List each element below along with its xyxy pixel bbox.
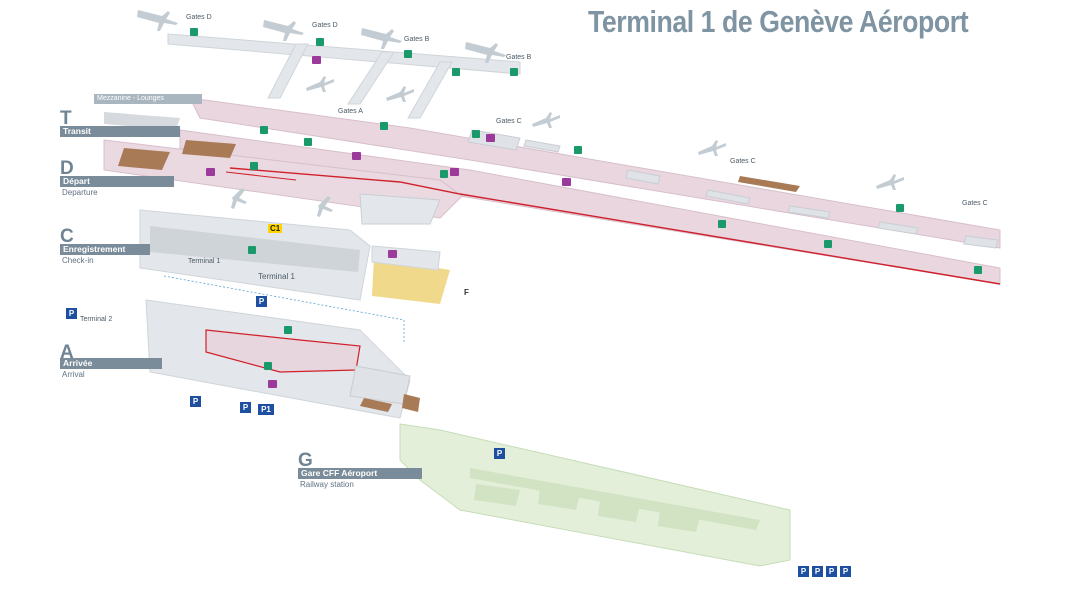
parking-icon: P: [826, 566, 837, 577]
level-letter-railway: G: [298, 450, 313, 471]
parking-icon: P: [240, 402, 251, 413]
gates-label[interactable]: Gates C: [730, 158, 756, 165]
level-letter-depart: D: [60, 158, 74, 179]
wifi-icon: [562, 178, 571, 186]
info-icon: [574, 146, 582, 154]
railway-station: [399, 423, 791, 567]
mezzanine-label: Mezzanine - Lounges: [94, 94, 202, 104]
wifi-icon: [352, 152, 361, 160]
parking-p1-icon: P1: [258, 404, 274, 415]
gates-label[interactable]: Gates C: [962, 200, 988, 207]
level-sub-depart: Departure: [62, 188, 98, 197]
parking-icon: P: [190, 396, 201, 407]
wifi-icon: [312, 56, 321, 64]
level-sub-railway: Railway station: [300, 480, 354, 489]
level-bar-depart: Départ: [60, 176, 174, 187]
level-letter-transit: T: [60, 108, 72, 129]
info-icon: [284, 326, 292, 334]
info-icon: [404, 50, 412, 58]
info-icon: [472, 130, 480, 138]
info-icon: [316, 38, 324, 46]
info-icon: [440, 170, 448, 178]
gates-label[interactable]: Gates D: [186, 14, 212, 21]
gates-label[interactable]: Gates A: [338, 108, 363, 115]
terminal1-label: Terminal 1: [258, 272, 295, 281]
aircraft-icons: [137, 10, 904, 217]
wifi-icon: [450, 168, 459, 176]
wifi-icon: [486, 134, 495, 142]
level-bar-checkin: Enregistrement: [60, 244, 150, 255]
info-icon: [190, 28, 198, 36]
info-icon: [824, 240, 832, 248]
info-icon: [260, 126, 268, 134]
info-icon: [248, 246, 256, 254]
info-icon: [452, 68, 460, 76]
terminal1-label: Terminal 1: [188, 258, 221, 265]
wifi-icon: [268, 380, 277, 388]
departure-pier: [103, 97, 1001, 285]
info-icon: [974, 266, 982, 274]
parking-icon: P: [812, 566, 823, 577]
arrival-level: [145, 299, 420, 419]
info-icon: [510, 68, 518, 76]
gates-label[interactable]: Gates C: [496, 118, 522, 125]
info-icon: [304, 138, 312, 146]
info-icon: [264, 362, 272, 370]
info-icon: [896, 204, 904, 212]
wifi-icon: [388, 250, 397, 258]
level-letter-checkin: C: [60, 226, 74, 247]
level-bar-railway: Gare CFF Aéroport: [298, 468, 422, 479]
parking-icon: P: [66, 308, 77, 319]
gates-connectors: [167, 33, 521, 119]
level-sub-checkin: Check-in: [62, 256, 94, 265]
info-icon: [250, 162, 258, 170]
parking-icon: P: [256, 296, 267, 307]
gates-label[interactable]: Gates B: [404, 36, 430, 43]
terminal2-label: Terminal 2: [80, 316, 113, 323]
gates-label[interactable]: Gates B: [506, 54, 532, 61]
checkin-c1-badge: C1: [268, 224, 283, 233]
info-icon: [380, 122, 388, 130]
parking-icon: P: [798, 566, 809, 577]
parking-icon: P: [494, 448, 505, 459]
wifi-icon: [206, 168, 215, 176]
level-letter-arrival: A: [60, 342, 74, 363]
parking-icon: P: [840, 566, 851, 577]
level-bar-arrival: Arrivée: [60, 358, 162, 369]
info-icon: [718, 220, 726, 228]
level-bar-transit: Transit: [60, 126, 180, 137]
zone-f-label: F: [464, 288, 469, 297]
gates-label[interactable]: Gates D: [312, 22, 338, 29]
level-sub-arrival: Arrival: [62, 370, 85, 379]
map-title: Terminal 1 de Genève Aéroport: [588, 4, 969, 39]
